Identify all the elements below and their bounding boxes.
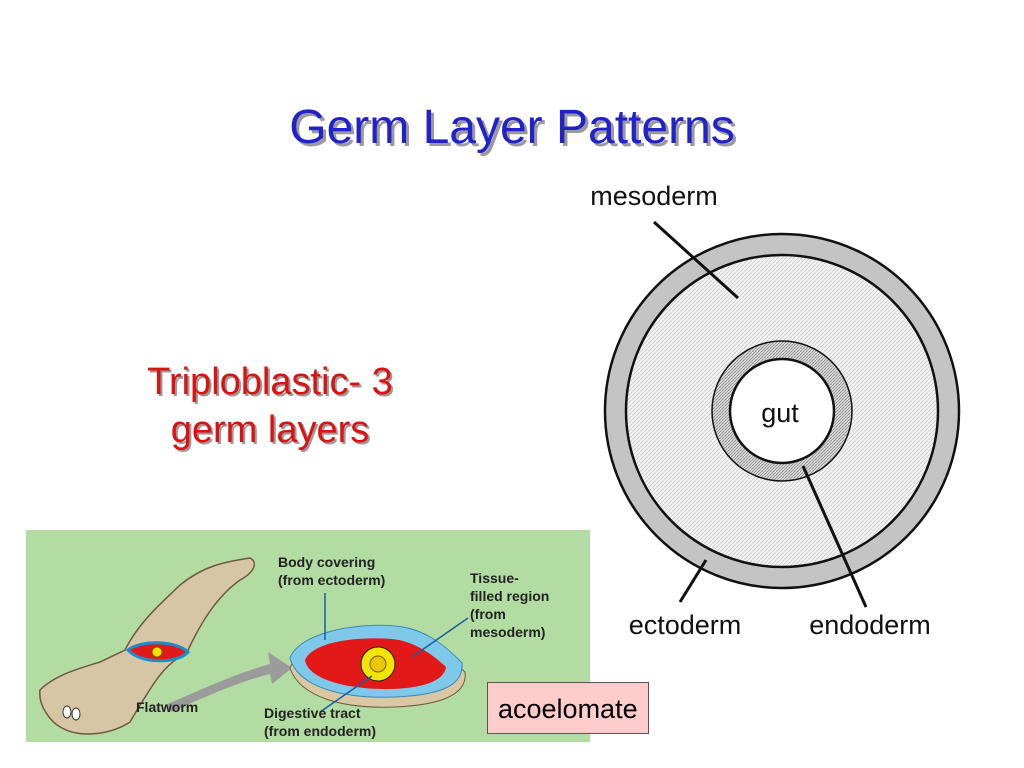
worm-cut-gut	[151, 646, 163, 658]
flatworm-label: Flatworm	[136, 699, 198, 715]
flatworm-illustration: Body covering (from ectoderm) Tissue- fi…	[39, 554, 553, 739]
mesoderm-label: mesoderm	[590, 181, 718, 211]
endoderm-label: endoderm	[809, 610, 931, 640]
eyespot-icon	[71, 707, 81, 721]
cross-section-diagram: mesoderm gut ectoderm endoderm	[590, 181, 961, 640]
digestive-tract-label: Digestive tract (from endoderm)	[264, 705, 376, 739]
acoelomate-tag: acoelomate	[487, 682, 649, 734]
gut-label: gut	[761, 398, 799, 428]
tissue-filled-label: Tissue- filled region (from mesoderm)	[470, 570, 553, 640]
ectoderm-pointer	[678, 559, 708, 603]
subtitle-line-1: Triploblastic- 3	[147, 361, 393, 403]
ectoderm-label: ectoderm	[629, 610, 742, 640]
slide-title: Germ Layer Patterns	[289, 101, 735, 154]
digestive-pointer	[319, 675, 373, 713]
endoderm-pointer	[801, 465, 868, 608]
mesoderm-pointer	[652, 220, 740, 300]
body-covering-label: Body covering (from ectoderm)	[278, 554, 385, 588]
gut-cavity	[728, 357, 836, 465]
subtitle-line-2: germ layers	[170, 409, 370, 451]
eyespot-icon	[62, 705, 72, 719]
tissue-pointer	[411, 617, 469, 658]
subtitle: Triploblastic- 3 germ layers	[60, 358, 480, 454]
enlarged-section-gut-center	[369, 655, 387, 673]
magnify-arrow-icon	[165, 652, 292, 712]
